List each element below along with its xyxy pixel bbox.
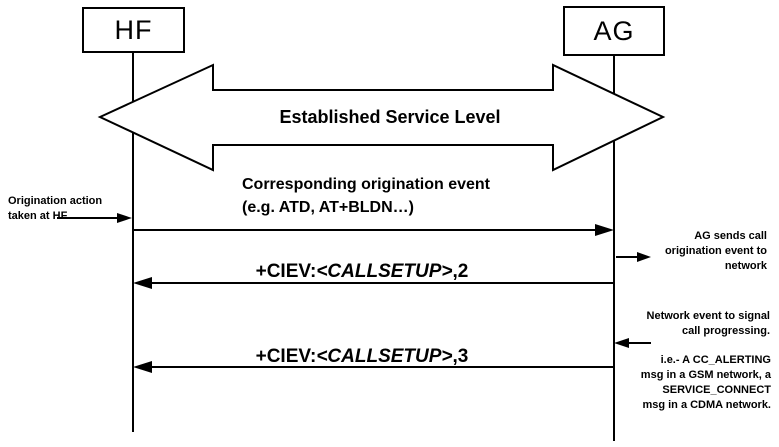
note-network-event-line2: call progressing.	[681, 325, 770, 337]
note-right-out-arrowhead	[637, 252, 651, 262]
note-network-examples-line2: msg in a GSM network, a	[640, 369, 771, 381]
actor-ag-label: AG	[593, 15, 635, 46]
msg1-label-line1: Corresponding origination event	[242, 176, 491, 193]
note-network-event-line1: Network event to signal	[646, 310, 770, 322]
actor-hf-label: HF	[114, 14, 153, 45]
msg2-label: +CIEV:<CALLSETUP>,2	[122, 261, 602, 282]
msg2-label-param: <CALLSETUP>	[316, 261, 453, 282]
note-ag-sends-call-line3: network	[724, 260, 767, 272]
note-ag-sends-call-line2: origination event to	[664, 245, 767, 257]
note-origination-action-line2: taken at HF	[8, 210, 68, 222]
note-left-arrowhead	[117, 213, 132, 223]
msg3-label: +CIEV:<CALLSETUP>,3	[122, 346, 602, 367]
note-right-in-arrowhead	[614, 338, 629, 348]
note-ag-sends-call-line1: AG sends call	[694, 230, 767, 242]
msg2-label-suffix: ,2	[452, 261, 469, 282]
msg1-label-line2: (e.g. ATD, AT+BLDN…)	[242, 199, 414, 216]
note-network-event: Network event to signal call progressing…	[620, 309, 770, 339]
msg3-arrowhead-left	[133, 361, 152, 373]
msg1-label: Corresponding origination event (e.g. AT…	[242, 173, 562, 219]
note-network-examples: i.e.- A CC_ALERTING msg in a GSM network…	[616, 353, 771, 413]
service-level-banner-label: Established Service Level	[279, 107, 501, 127]
msg3-label-suffix: ,3	[452, 346, 469, 367]
service-level-banner-arrow	[97, 63, 666, 172]
note-network-examples-line1: i.e.- A CC_ALERTING	[660, 354, 771, 366]
msg3-label-param: <CALLSETUP>	[316, 346, 453, 367]
note-origination-action: Origination action taken at HF	[8, 194, 128, 224]
msg2-label-prefix: +CIEV:	[255, 261, 317, 282]
note-network-examples-line4: msg in a CDMA network.	[642, 399, 771, 411]
note-origination-action-line1: Origination action	[8, 195, 103, 207]
msg1-arrowhead-right	[595, 224, 614, 236]
actor-ag-box: AG	[563, 6, 665, 56]
note-network-examples-line3: SERVICE_CONNECT	[662, 384, 771, 396]
msg2-arrowhead-left	[133, 277, 152, 289]
msg3-label-prefix: +CIEV:	[255, 346, 317, 367]
actor-hf-box: HF	[82, 7, 185, 53]
note-ag-sends-call: AG sends call origination event to netwo…	[640, 229, 767, 274]
